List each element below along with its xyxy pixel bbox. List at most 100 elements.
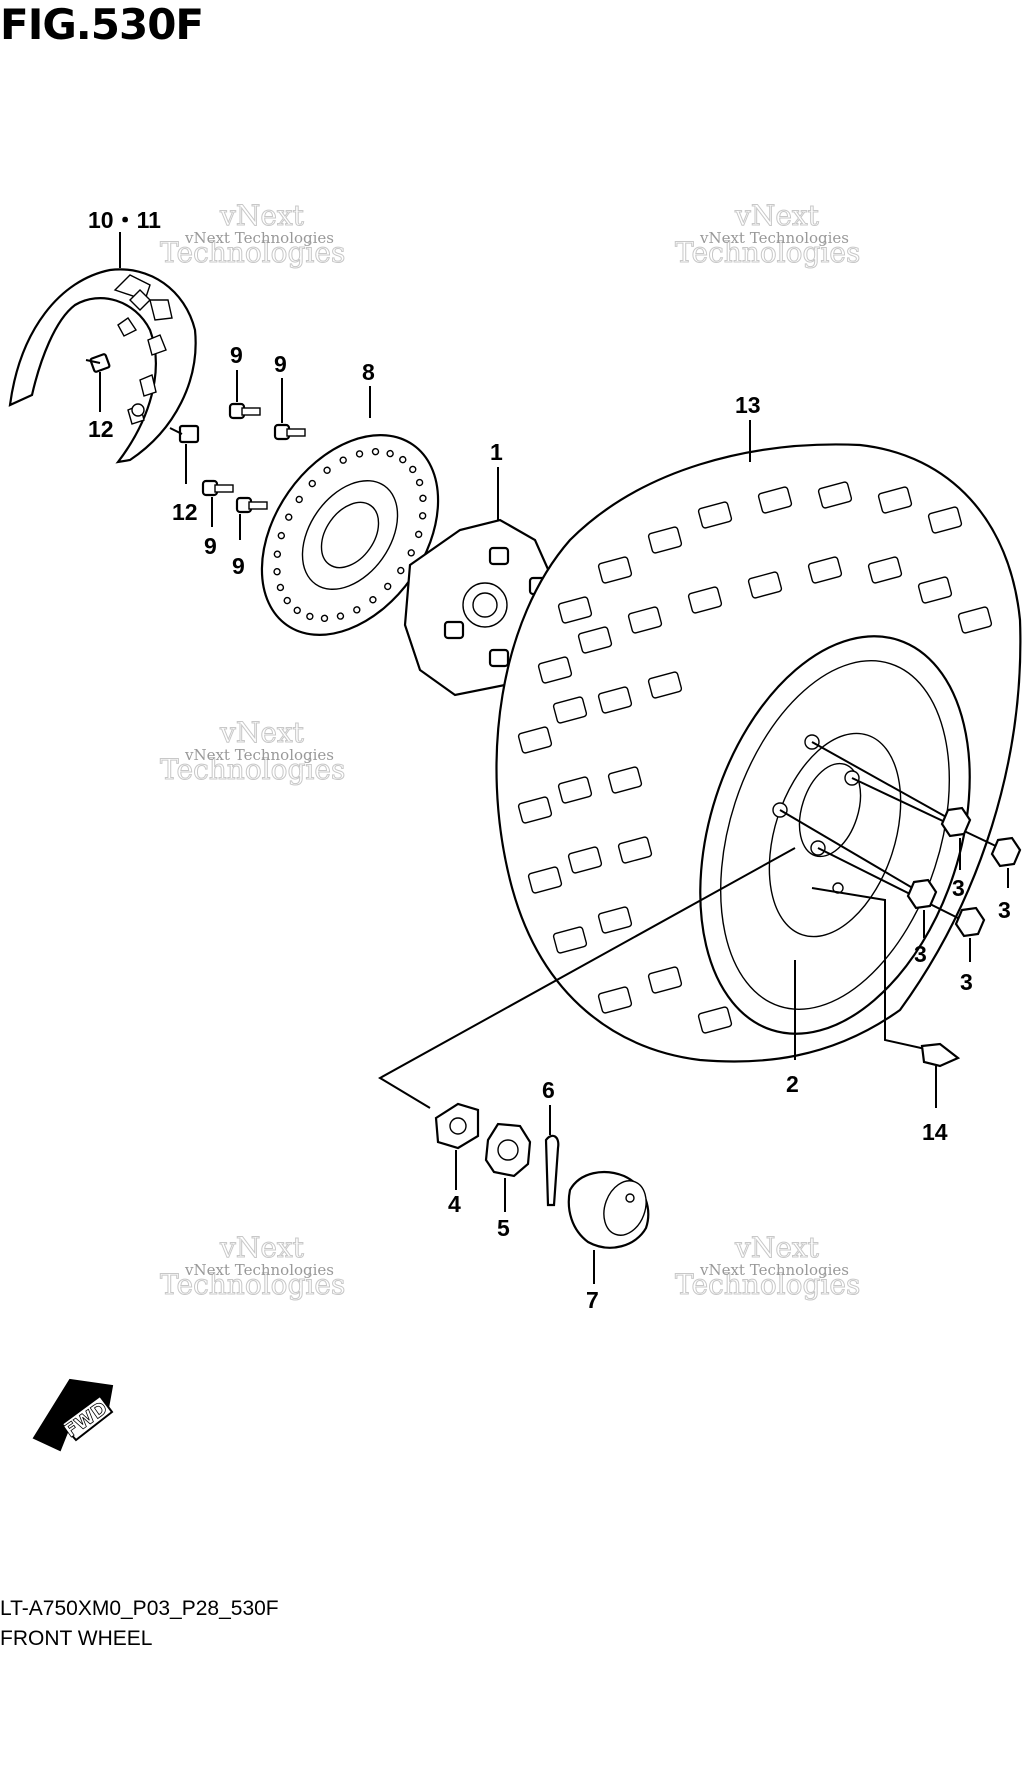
- disc-hole: [283, 596, 291, 605]
- callout-bolt-12-upper: 12: [88, 416, 114, 442]
- callout-hub: 1: [490, 439, 503, 465]
- svg-text:vNext Technologies: vNext Technologies: [184, 746, 334, 764]
- callout-rim: 2: [786, 1071, 799, 1097]
- disc-hole: [414, 530, 423, 539]
- tread-block: [757, 486, 793, 514]
- tread-block: [527, 866, 563, 894]
- disc-hole: [409, 465, 417, 474]
- callout-screw-9-a: 9: [230, 342, 243, 368]
- figure-name: FRONT WHEEL: [0, 1627, 153, 1650]
- tread-block: [697, 1006, 733, 1034]
- screw-9-b: [273, 423, 306, 441]
- watermark-bottom-left: vNext Technologies vNext Technologies: [160, 1231, 346, 1302]
- tread-block: [517, 726, 553, 754]
- cotter-pin: [544, 1134, 560, 1207]
- svg-text:vNext: vNext: [734, 199, 820, 232]
- disc-hole: [306, 612, 314, 621]
- disc-hole: [399, 455, 407, 464]
- callout-screw-9-d: 9: [232, 553, 245, 579]
- watermark-bottom-right: vNext Technologies vNext Technologies: [675, 1231, 861, 1302]
- tread-block: [647, 671, 683, 699]
- disc-hole: [293, 606, 301, 615]
- tread-block: [647, 966, 683, 994]
- tread-block: [557, 776, 593, 804]
- tread-block: [552, 926, 588, 954]
- callout-castle-nut: 5: [497, 1215, 510, 1241]
- nut-3-d: [954, 906, 986, 938]
- disc-hole: [273, 550, 282, 558]
- disc-hole: [336, 612, 345, 620]
- callout-bolt-12-lower: 12: [172, 499, 198, 525]
- leader-nut-3-c-line: [779, 809, 917, 891]
- tread-block: [577, 626, 613, 654]
- nut-3-a: [940, 806, 972, 838]
- screw-9-a: [228, 402, 261, 420]
- callout-washer: 4: [448, 1191, 461, 1217]
- leader-nut-3-d-line: [817, 847, 963, 921]
- callout-valve: 14: [922, 1119, 948, 1145]
- callout-nut-3-b: 3: [998, 897, 1011, 923]
- disc-hole: [285, 513, 293, 521]
- tire-valve: [920, 1042, 961, 1068]
- callout-nut-3-d: 3: [960, 969, 973, 995]
- castle-nut: [484, 1122, 532, 1178]
- disc-hole: [415, 478, 424, 487]
- tread-block: [917, 576, 953, 604]
- tread-block: [957, 606, 993, 634]
- leader-valve-line: [811, 887, 931, 1051]
- tread-block: [817, 481, 853, 509]
- wheel-rim: [699, 635, 971, 1035]
- brake-disc-cover: [8, 268, 197, 464]
- screw-9-d: [235, 496, 268, 514]
- watermark-middle-left: vNext Technologies vNext Technologies: [160, 716, 346, 787]
- watermark-top-left: vNext Technologies vNext Technologies: [160, 199, 346, 270]
- callout-nut-3-a: 3: [952, 875, 965, 901]
- bolt-12-lower: [169, 424, 200, 444]
- watermark-top-right: vNext Technologies vNext Technologies: [675, 199, 861, 270]
- tread-block: [567, 846, 603, 874]
- callout-brake-cover: 10・11: [88, 207, 161, 233]
- bolt-12-upper: [85, 353, 111, 373]
- tread-block: [867, 556, 903, 584]
- svg-text:vNext Technologies: vNext Technologies: [699, 1261, 849, 1279]
- disc-hole: [276, 583, 285, 592]
- tread-block: [697, 501, 733, 529]
- callout-hub-cap: 7: [586, 1287, 599, 1313]
- svg-text:Technologies: Technologies: [160, 753, 345, 786]
- svg-text:vNext: vNext: [219, 1231, 305, 1264]
- disc-hole: [386, 449, 394, 458]
- tread-block: [597, 906, 633, 934]
- leader-nut-3-a-line: [811, 741, 949, 819]
- svg-text:Technologies: Technologies: [675, 1268, 860, 1301]
- tread-block: [627, 606, 663, 634]
- tread-block: [807, 556, 843, 584]
- disc-hole: [369, 596, 377, 604]
- disc-hole: [407, 549, 415, 557]
- svg-text:Technologies: Technologies: [160, 236, 345, 269]
- disc-hole: [273, 567, 281, 576]
- svg-text:vNext: vNext: [734, 1231, 820, 1264]
- figure-title: FIG.530F: [0, 0, 204, 49]
- tread-block: [747, 571, 783, 599]
- tread-block: [557, 596, 593, 624]
- callout-nut-3-c: 3: [914, 941, 927, 967]
- disc-hole: [277, 531, 286, 540]
- tread-block: [647, 526, 683, 554]
- tread-block: [537, 656, 573, 684]
- leader-axle-group: [377, 847, 796, 1109]
- disc-hole: [397, 566, 405, 575]
- tread-block: [877, 486, 913, 514]
- callout-cotter-pin: 6: [542, 1077, 555, 1103]
- leader-nut-3-b-line: [851, 777, 1001, 849]
- disc-hole: [339, 456, 347, 464]
- callout-tire: 13: [735, 392, 761, 418]
- svg-text:Technologies: Technologies: [160, 1268, 345, 1301]
- svg-text:vNext: vNext: [219, 716, 305, 749]
- nut-3-c: [906, 878, 938, 910]
- tread-block: [597, 986, 633, 1014]
- disc-hole: [323, 466, 331, 474]
- figure-code: LT-A750XM0_P03_P28_530F: [0, 1597, 279, 1620]
- tread-block: [617, 836, 653, 864]
- disc-hole: [355, 450, 364, 458]
